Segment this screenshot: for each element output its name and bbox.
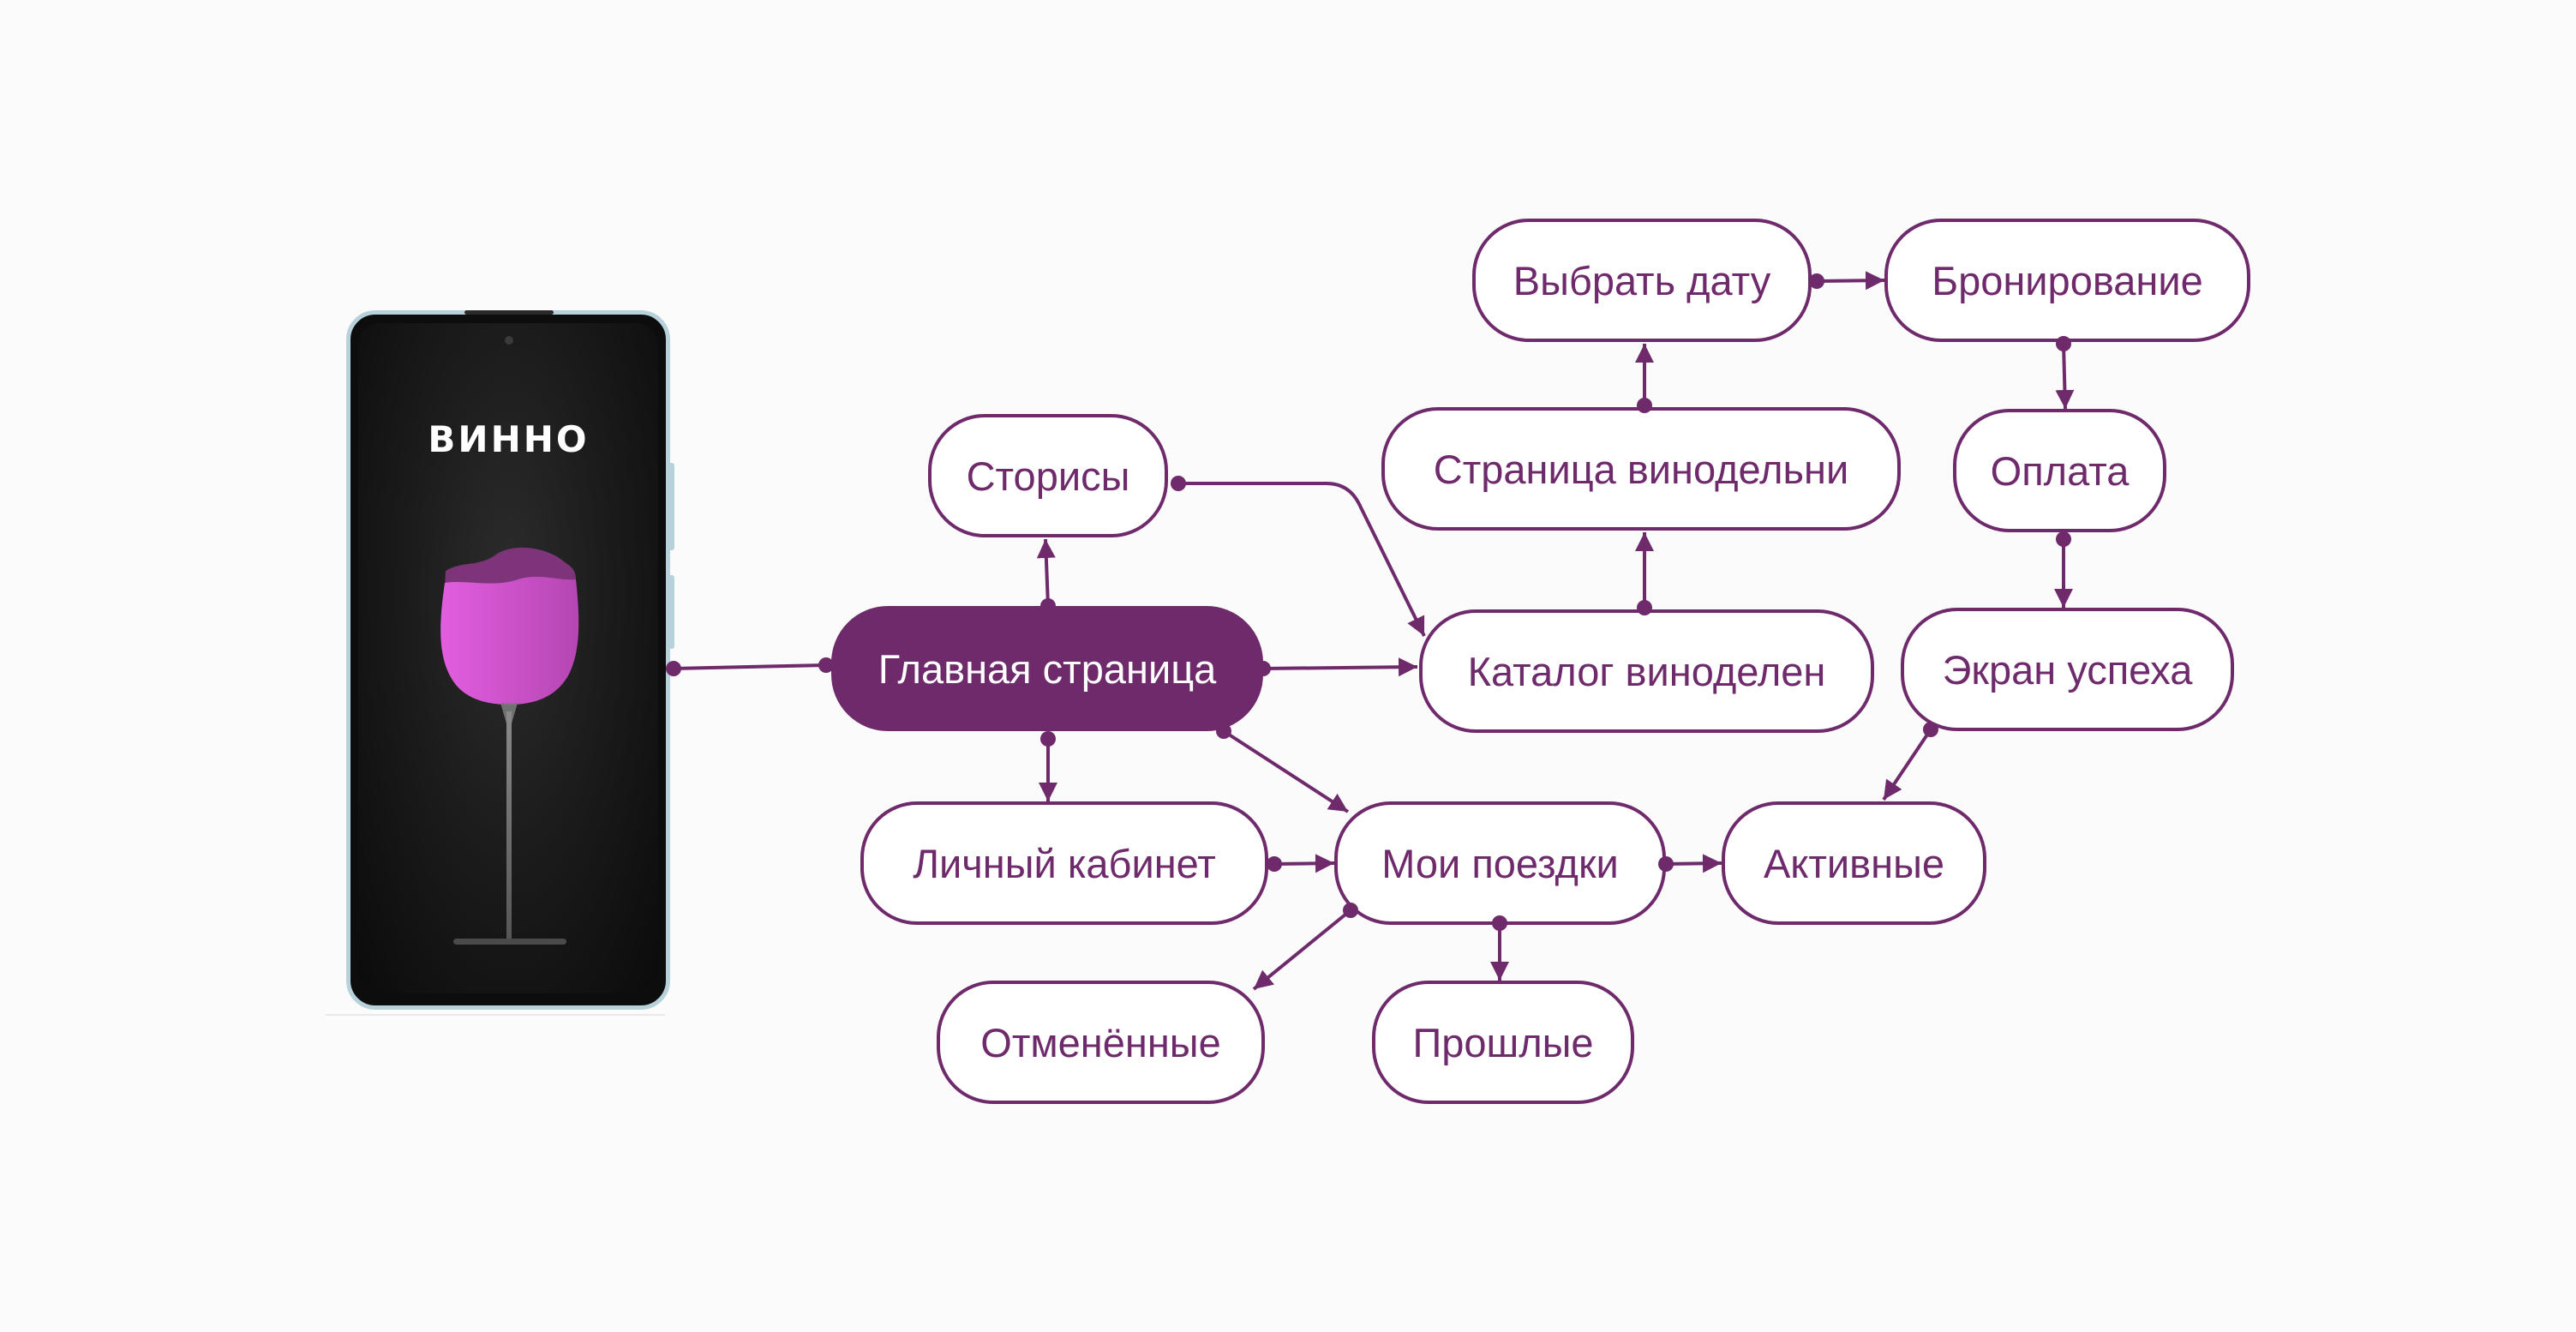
node-select-date: Выбрать дату <box>1472 219 1812 342</box>
flow-arrow-0-1 <box>1036 538 1056 607</box>
node-personal-account: Личный кабинет <box>860 801 1268 925</box>
flow-arrow-0-2 <box>1262 657 1418 677</box>
node-label: Каталог виноделен <box>1467 648 1826 694</box>
flow-arrow-7-8 <box>1882 728 1932 801</box>
node-booking: Бронирование <box>1884 219 2250 342</box>
node-label: Оплата <box>1990 447 2130 494</box>
node-payment: Оплата <box>1953 409 2166 532</box>
app-logo-text: ВИННО <box>428 418 590 460</box>
flow-arrow-9-8 <box>1665 854 1722 873</box>
flow-arrow-start-dot-10-9 <box>1267 856 1282 872</box>
node-label: Прошлые <box>1412 1019 1594 1065</box>
flow-arrow-start-dot-1-2 <box>1171 476 1186 491</box>
glass-liquid <box>440 576 579 705</box>
node-winery-catalog: Каталог виноделен <box>1419 609 1874 733</box>
flow-arrow-start-dot-6-7 <box>2056 531 2071 547</box>
phone-speaker <box>464 310 554 315</box>
phone-power-button <box>669 575 674 649</box>
node-label: Страница винодельни <box>1433 446 1849 492</box>
glass-base <box>453 939 566 945</box>
flow-arrow-start-dot-0-10 <box>1040 731 1056 747</box>
node-label: Сторисы <box>966 453 1130 499</box>
node-active-trips: Активные <box>1722 801 1986 925</box>
node-label: Активные <box>1763 840 1945 886</box>
node-label: Бронирование <box>1932 257 2203 303</box>
phone-connector-line <box>673 663 827 670</box>
node-main-page: Главная страница <box>831 606 1263 731</box>
node-label: Мои поездки <box>1381 840 1619 886</box>
node-stories: Сторисы <box>928 414 1168 537</box>
node-label: Личный кабинет <box>913 840 1216 886</box>
node-my-trips: Мои поездки <box>1334 801 1666 925</box>
node-past-trips: Прошлые <box>1372 981 1634 1104</box>
flow-arrow-4-5 <box>1816 271 1885 291</box>
node-cancelled-trips: Отменённые <box>937 981 1265 1104</box>
wine-glass-icon <box>440 547 579 945</box>
phone-volume-button <box>669 463 674 550</box>
node-label: Выбрать дату <box>1513 257 1771 303</box>
phone-shadow <box>326 1014 665 1016</box>
flow-arrow-0-9 <box>1222 729 1350 813</box>
flow-arrow-10-9 <box>1273 854 1335 873</box>
flow-arrow-9-11 <box>1252 909 1352 991</box>
node-winery-page: Страница винодельни <box>1381 407 1901 531</box>
node-label: Главная страница <box>878 645 1217 692</box>
node-label: Отменённые <box>980 1019 1221 1065</box>
glass-stem <box>506 711 512 941</box>
flow-arrow-5-6 <box>2055 343 2075 410</box>
node-success-screen: Экран успеха <box>1901 608 2234 731</box>
node-label: Экран успеха <box>1942 646 2193 693</box>
phone-camera-icon <box>505 336 513 345</box>
